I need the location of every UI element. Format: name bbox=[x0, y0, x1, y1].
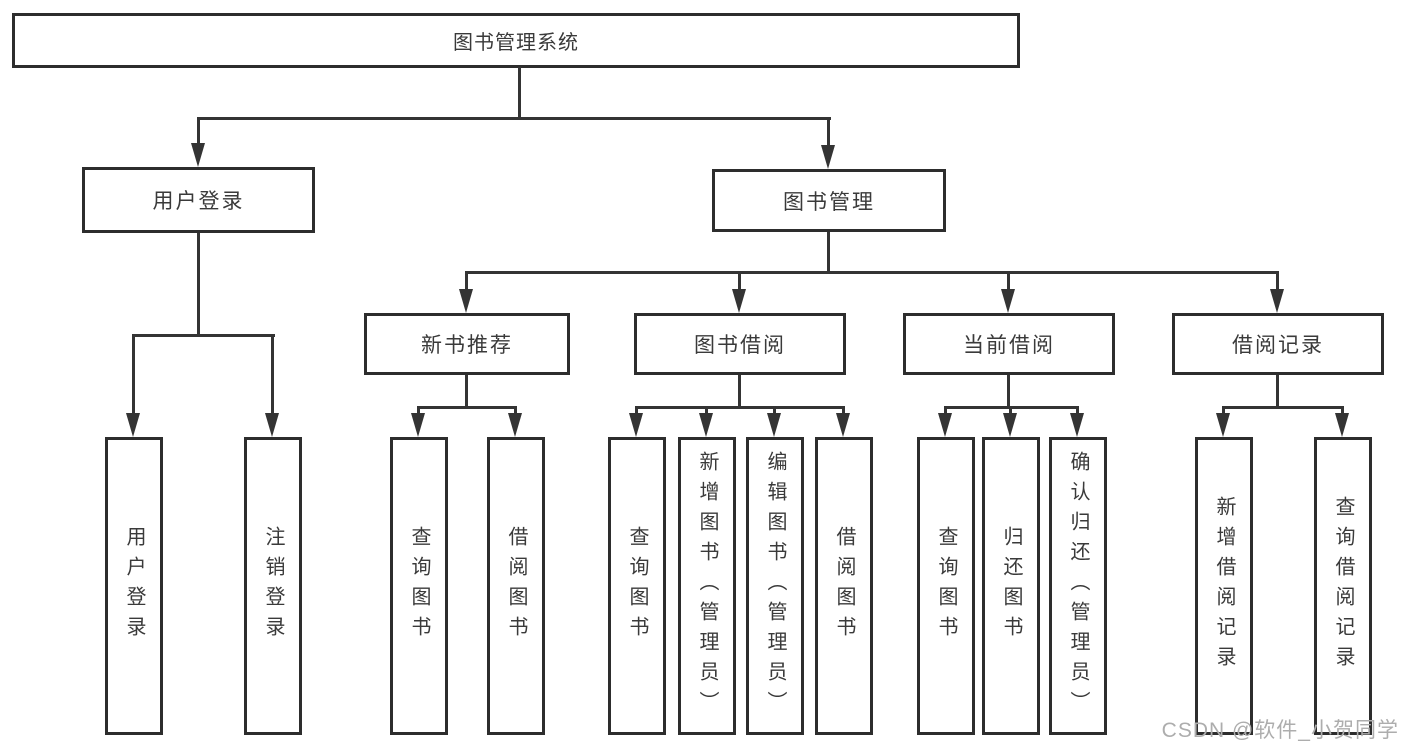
node-label: 图书管理 bbox=[783, 190, 875, 214]
connector-line bbox=[944, 406, 947, 418]
node-label: 新书推荐 bbox=[421, 334, 513, 357]
leaf-logout: 注销登录 bbox=[244, 437, 302, 735]
arrow-down-icon bbox=[1335, 413, 1349, 437]
arrow-down-icon bbox=[836, 413, 850, 437]
connector-line bbox=[465, 271, 468, 291]
connector-line bbox=[197, 117, 200, 147]
connector-line bbox=[773, 406, 776, 418]
connector-line bbox=[635, 406, 845, 409]
arrow-down-icon bbox=[629, 413, 643, 437]
connector-line bbox=[197, 117, 831, 120]
node-label: 当前借阅 bbox=[963, 334, 1055, 357]
arrow-down-icon bbox=[191, 143, 205, 167]
leaf-add-borrow-record: 新增借阅记录 bbox=[1195, 437, 1253, 735]
leaf-query-books-current: 查询图书 bbox=[917, 437, 975, 735]
node-label: 确认归还（管理员） bbox=[1067, 451, 1089, 721]
connector-line bbox=[518, 67, 521, 119]
node-book-borrowing: 图书借阅 bbox=[634, 313, 846, 375]
node-user-login: 用户登录 bbox=[82, 167, 315, 233]
node-label: 借阅图书 bbox=[833, 526, 855, 646]
leaf-edit-book-admin: 编辑图书（管理员） bbox=[746, 437, 804, 735]
watermark: CSDN @软件_小贺同学 bbox=[1161, 719, 1399, 742]
node-book-management: 图书管理 bbox=[712, 169, 946, 232]
node-label: 注销登录 bbox=[262, 526, 284, 646]
arrow-down-icon bbox=[1003, 413, 1017, 437]
arrow-down-icon bbox=[1270, 289, 1284, 313]
arrow-down-icon bbox=[459, 289, 473, 313]
node-label: 新增借阅记录 bbox=[1213, 496, 1235, 676]
connector-line bbox=[417, 406, 517, 409]
arrow-down-icon bbox=[265, 413, 279, 437]
connector-line bbox=[1276, 271, 1279, 291]
arrow-down-icon bbox=[732, 289, 746, 313]
arrow-down-icon bbox=[126, 413, 140, 437]
leaf-query-books-borrowing: 查询图书 bbox=[608, 437, 666, 735]
node-label: 归还图书 bbox=[1000, 526, 1022, 646]
connector-line bbox=[1222, 406, 1344, 409]
connector-line bbox=[705, 406, 708, 418]
connector-line bbox=[465, 271, 1279, 274]
leaf-borrow-books-recommend: 借阅图书 bbox=[487, 437, 545, 735]
connector-line bbox=[1076, 406, 1079, 418]
node-label: 借阅图书 bbox=[505, 526, 527, 646]
node-label: 图书借阅 bbox=[694, 334, 786, 357]
node-label: 图书管理系统 bbox=[453, 32, 579, 54]
leaf-add-book-admin: 新增图书（管理员） bbox=[678, 437, 736, 735]
connector-line bbox=[1007, 375, 1010, 409]
arrow-down-icon bbox=[938, 413, 952, 437]
arrow-down-icon bbox=[411, 413, 425, 437]
connector-line bbox=[417, 406, 420, 418]
connector-line bbox=[1276, 375, 1279, 409]
connector-line bbox=[1222, 406, 1225, 418]
node-label: 用户登录 bbox=[152, 190, 245, 213]
connector-line bbox=[465, 375, 468, 409]
arrow-down-icon bbox=[1216, 413, 1230, 437]
node-current-borrowing: 当前借阅 bbox=[903, 313, 1115, 375]
node-library-system: 图书管理系统 bbox=[12, 13, 1020, 68]
connector-line bbox=[827, 232, 830, 274]
arrow-down-icon bbox=[1070, 413, 1084, 437]
leaf-query-books-recommend: 查询图书 bbox=[390, 437, 448, 735]
connector-line bbox=[635, 406, 638, 418]
arrow-down-icon bbox=[821, 145, 835, 169]
arrow-down-icon bbox=[699, 413, 713, 437]
node-label: 查询图书 bbox=[626, 526, 648, 646]
connector-line bbox=[132, 334, 135, 415]
arrow-down-icon bbox=[767, 413, 781, 437]
node-label: 新增图书（管理员） bbox=[696, 451, 718, 721]
connector-line bbox=[842, 406, 845, 418]
connector-line bbox=[197, 233, 200, 337]
connector-line bbox=[1009, 406, 1012, 418]
connector-line bbox=[738, 375, 741, 409]
connector-line bbox=[514, 406, 517, 418]
leaf-query-borrow-record: 查询借阅记录 bbox=[1314, 437, 1372, 735]
connector-line bbox=[1341, 406, 1344, 418]
node-label: 借阅记录 bbox=[1232, 334, 1324, 357]
node-label: 查询借阅记录 bbox=[1332, 496, 1354, 676]
connector-line bbox=[738, 271, 741, 291]
arrow-down-icon bbox=[508, 413, 522, 437]
node-label: 查询图书 bbox=[935, 526, 957, 646]
node-new-book-recommend: 新书推荐 bbox=[364, 313, 570, 375]
node-label: 查询图书 bbox=[408, 526, 430, 646]
leaf-return-book: 归还图书 bbox=[982, 437, 1040, 735]
leaf-user-login: 用户登录 bbox=[105, 437, 163, 735]
connector-line bbox=[1007, 271, 1010, 291]
arrow-down-icon bbox=[1001, 289, 1015, 313]
connector-line bbox=[827, 117, 830, 149]
node-borrowing-records: 借阅记录 bbox=[1172, 313, 1384, 375]
connector-line bbox=[271, 334, 274, 415]
leaf-borrow-books-borrowing: 借阅图书 bbox=[815, 437, 873, 735]
node-label: 用户登录 bbox=[123, 526, 145, 646]
node-label: 编辑图书（管理员） bbox=[764, 451, 786, 721]
leaf-confirm-return-admin: 确认归还（管理员） bbox=[1049, 437, 1107, 735]
connector-line bbox=[132, 334, 275, 337]
